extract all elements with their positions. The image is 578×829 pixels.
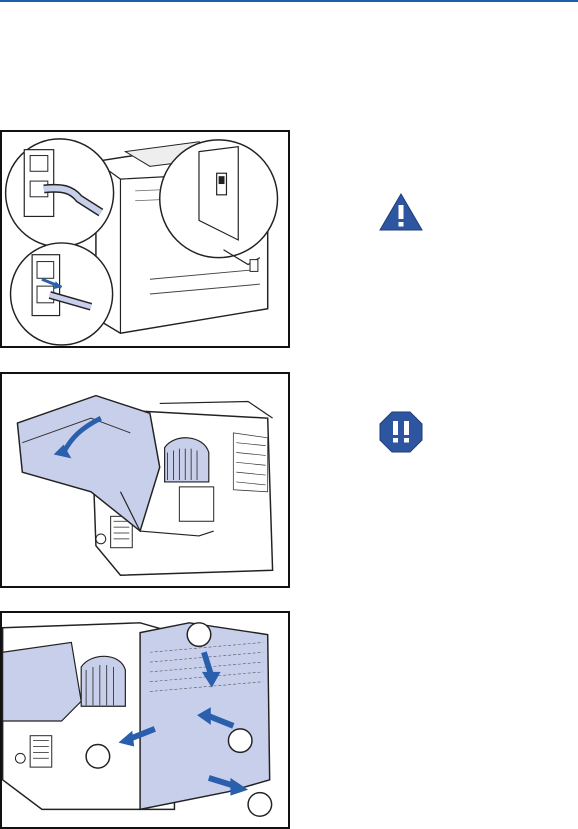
top-rule [0, 0, 578, 2]
open-rear-door-illustration [0, 372, 290, 588]
open-rear-door-drawing [2, 374, 288, 586]
remove-side-panel-drawing [2, 613, 288, 827]
unplug-power-illustration [0, 130, 290, 348]
unplug-power-drawing [2, 132, 288, 346]
caution-octagon-icon [378, 410, 424, 454]
warning-triangle-icon [378, 192, 424, 232]
remove-side-panel-illustration [0, 611, 290, 829]
